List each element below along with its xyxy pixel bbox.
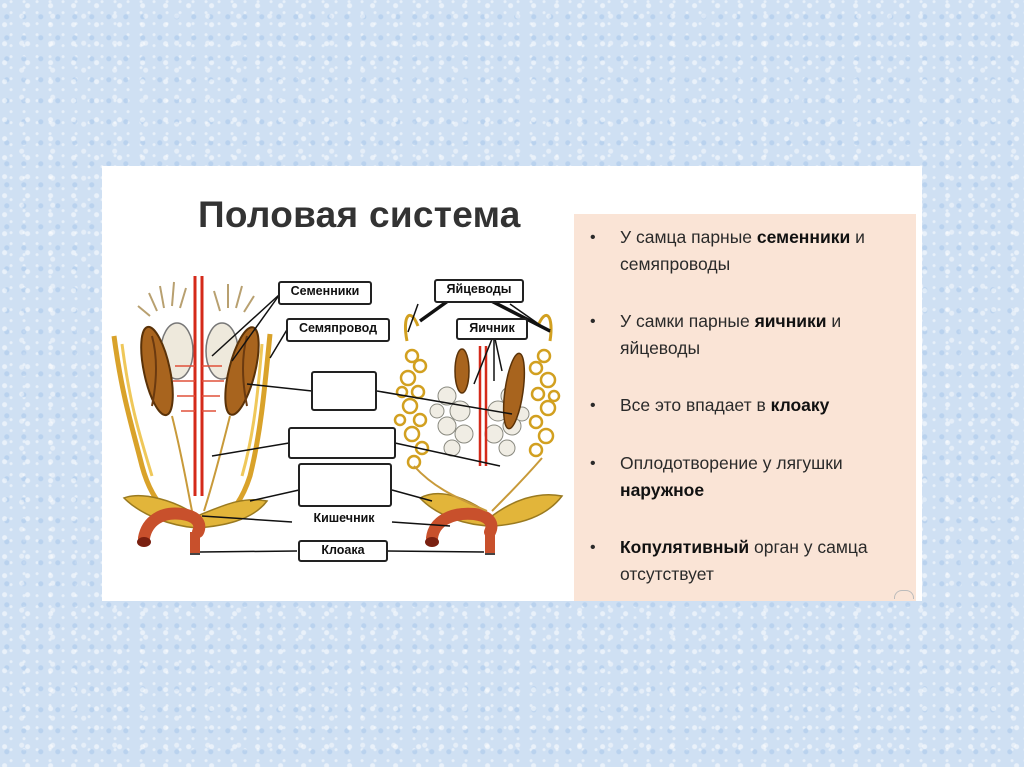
bullet-text: Все это впадает в клоаку <box>620 392 900 419</box>
vas-deferens-label: Семяпровод <box>286 318 390 342</box>
ovary-label: Яичник <box>456 318 528 340</box>
male-organs-illustration <box>114 276 270 554</box>
cloaca-label: Клоака <box>298 540 388 562</box>
bullet-text: Копулятивный орган у самца отсутствует <box>620 534 900 588</box>
bullet-text: Оплодотворение у лягушки наружное <box>620 450 900 504</box>
bullet-panel: • У самца парные семенники и семяпроводы… <box>574 214 916 601</box>
page-curl-icon <box>894 590 914 599</box>
bullet-dot-icon: • <box>590 450 596 477</box>
bullet-text: У самки парные яичники и яйцеводы <box>620 308 900 362</box>
blank-label-box-3 <box>298 463 392 507</box>
intestine-label: Кишечник <box>298 510 390 532</box>
female-organs-illustration <box>395 315 562 554</box>
reproductive-system-diagram: Семенники Семяпровод Яйцеводы Яичник Киш… <box>102 166 572 601</box>
bullet-dot-icon: • <box>590 392 596 419</box>
bullet-dot-icon: • <box>590 308 596 335</box>
bullet-dot-icon: • <box>590 534 596 561</box>
blank-label-box-1 <box>311 371 377 411</box>
oviducts-label: Яйцеводы <box>434 279 524 303</box>
bullet-text: У самца парные семенники и семяпроводы <box>620 224 900 278</box>
slide: Половая система <box>102 166 922 601</box>
testes-label: Семенники <box>278 281 372 305</box>
blank-label-box-2 <box>288 427 396 459</box>
bullet-dot-icon: • <box>590 224 596 251</box>
